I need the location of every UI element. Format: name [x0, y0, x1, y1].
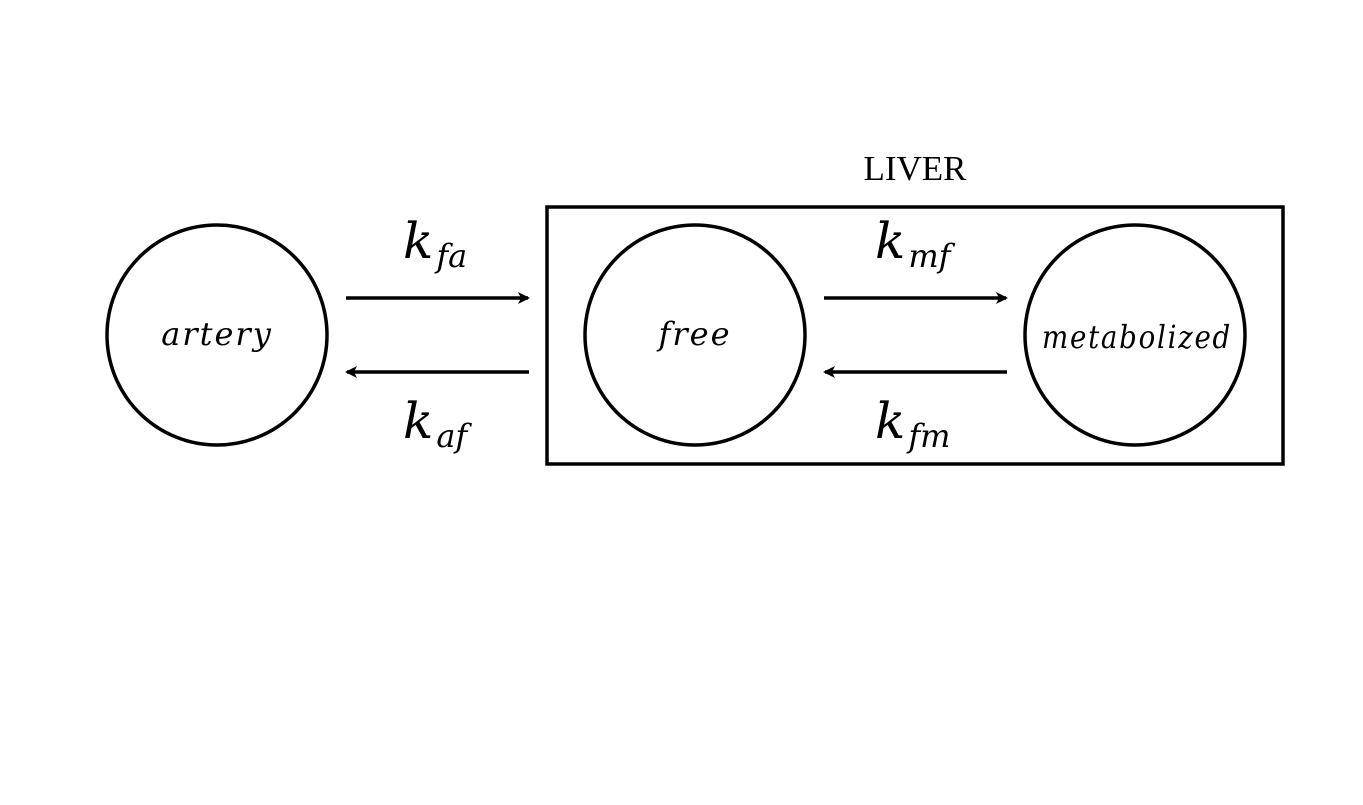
liver-box [545, 205, 1285, 466]
free-node: free [583, 223, 807, 447]
rate-kaf-label: kaf [403, 392, 472, 455]
liver-title: LIVER [863, 149, 967, 188]
rate-kfa-label: kfa [403, 212, 467, 275]
metabolized-label: metabolized [1042, 318, 1232, 356]
rate-kfm-label: kfm [875, 392, 951, 455]
artery-node: artery [105, 223, 329, 447]
metabolized-node: metabolized [1023, 223, 1247, 447]
free-label: free [656, 315, 731, 353]
rate-kmf-label: kmf [875, 212, 956, 275]
artery-label: artery [161, 315, 273, 353]
